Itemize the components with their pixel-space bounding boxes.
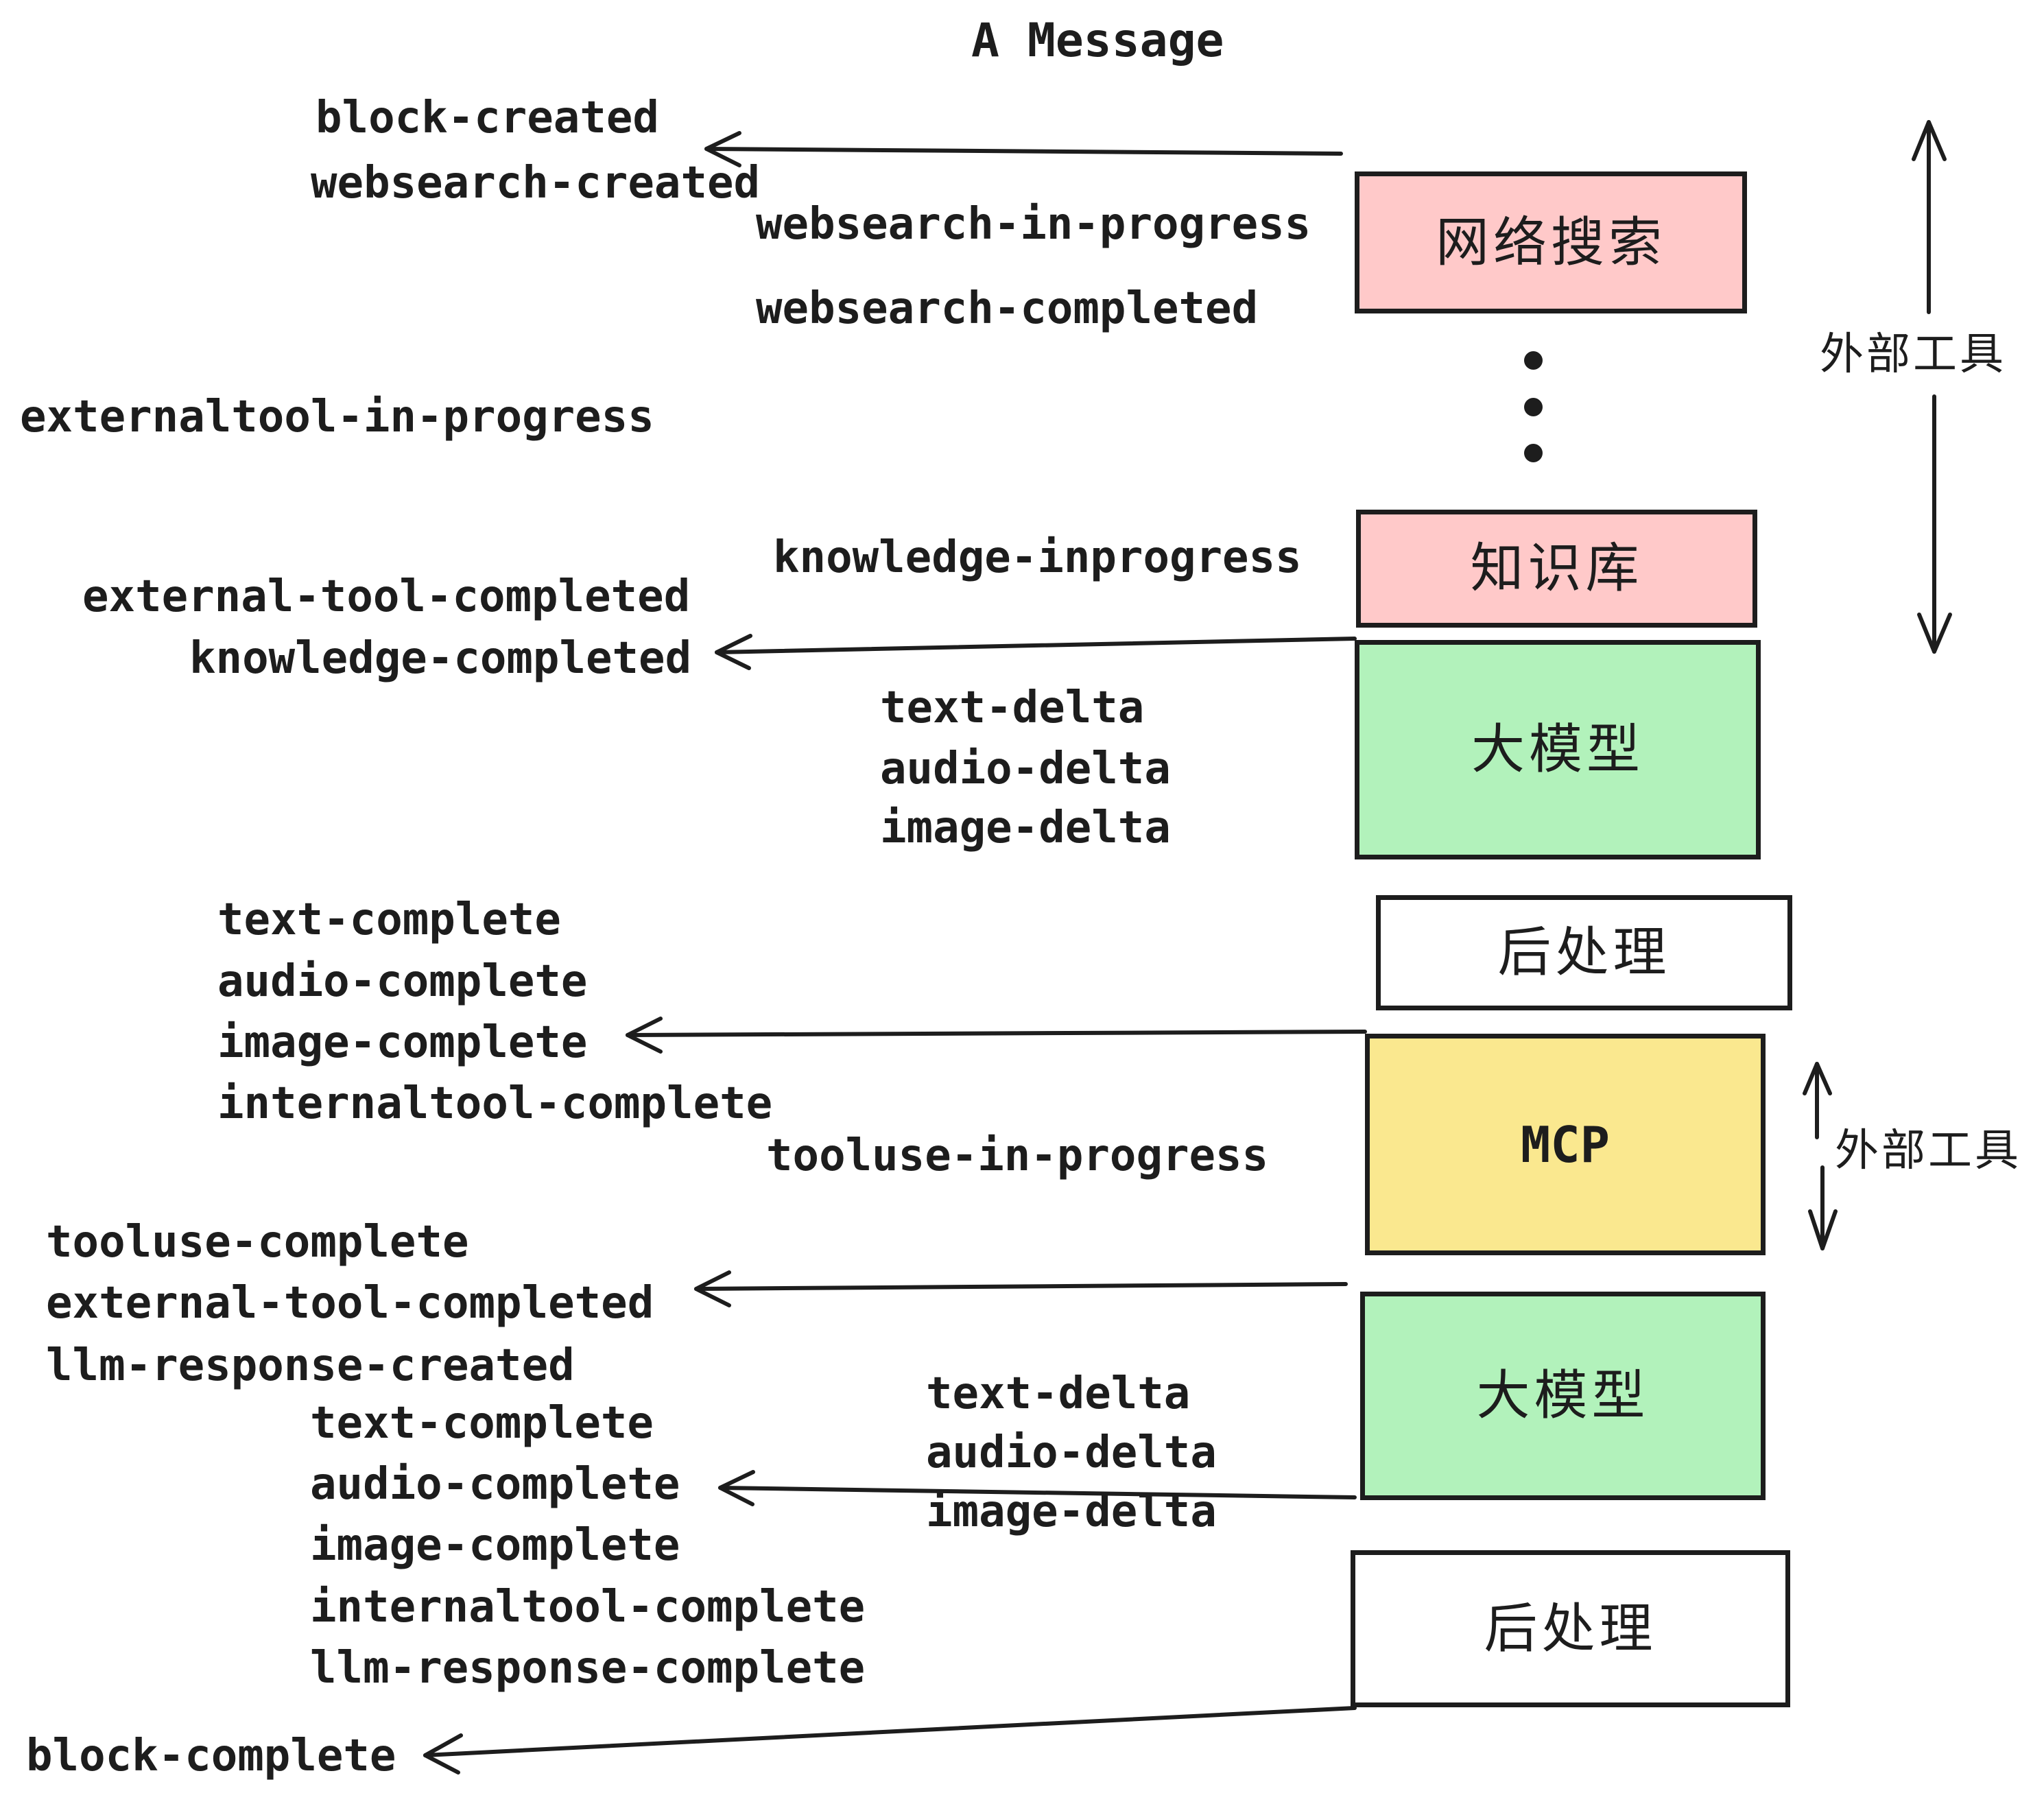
event-audio-complete-2: audio-complete [310,1459,680,1510]
event-image-complete-2: image-complete [310,1520,680,1571]
event-audio-delta-1: audio-delta [880,744,1171,794]
event-audio-delta-2: audio-delta [926,1427,1217,1478]
event-audio-complete-1: audio-complete [217,956,588,1007]
arrow-to-image-complete [626,1017,1367,1054]
event-external-tool-completed-1: external-tool-completed [82,571,691,622]
box-mcp: MCP [1365,1034,1766,1255]
external-tools-down-arrow [1917,394,1952,654]
event-websearch-created: websearch-created [311,158,761,209]
box-llm-2: 大模型 [1360,1292,1766,1500]
event-tooluse-in-progress: tooluse-in-progress [766,1130,1269,1181]
event-text-delta-1: text-delta [880,683,1145,733]
box-llm-1: 大模型 [1355,640,1761,859]
box-websearch-label: 网络搜索 [1435,211,1666,274]
event-tooluse-complete: tooluse-complete [46,1217,469,1268]
box-knowledge: 知识库 [1356,510,1757,628]
event-external-tool-completed-2: external-tool-completed [46,1278,654,1329]
box-llm-1-label: 大模型 [1471,719,1644,781]
arrow-to-tooluse-complete [694,1270,1348,1307]
event-block-created: block-created [316,93,659,143]
external-tools-label-mcp: 外部工具 [1835,1126,2021,1176]
box-knowledge-label: 知识库 [1470,538,1643,600]
arrow-to-block-complete [423,1706,1357,1775]
event-knowledge-completed: knowledge-completed [189,633,692,684]
box-mcp-label: MCP [1520,1115,1611,1174]
event-websearch-completed: websearch-completed [756,283,1259,334]
external-tools-up-arrow [1912,120,1947,314]
event-knowledge-inprogress: knowledge-inprogress [773,532,1302,583]
box-llm-2-label: 大模型 [1476,1365,1650,1427]
box-post-processing-2: 后处理 [1351,1550,1790,1707]
arrow-to-websearch-created [704,131,1343,167]
event-llm-response-created: llm-response-created [46,1340,575,1391]
external-tools-label-top: 外部工具 [1820,329,2006,380]
event-block-complete: block-complete [26,1731,396,1781]
box-post-processing-1: 后处理 [1376,895,1792,1010]
event-text-complete-2: text-complete [310,1398,654,1449]
mcp-down-arrow [1808,1165,1838,1250]
page-title: A Message [971,14,1224,68]
event-internaltool-complete-2: internaltool-complete [310,1582,866,1633]
arrow-to-knowledge-completed [715,634,1357,670]
box-post-processing-2-label: 后处理 [1484,1598,1657,1660]
event-websearch-in-progress: websearch-in-progress [756,199,1311,250]
box-post-processing-1-label: 后处理 [1497,922,1671,984]
event-llm-response-complete: llm-response-complete [310,1643,866,1694]
event-image-complete-1: image-complete [217,1017,588,1068]
event-text-complete-1: text-complete [217,894,561,945]
event-externaltool-in-progress: externaltool-in-progress [20,392,654,442]
event-image-delta-1: image-delta [880,803,1171,853]
mcp-up-arrow [1803,1062,1832,1139]
box-websearch: 网络搜索 [1355,171,1747,313]
event-text-delta-2: text-delta [926,1368,1191,1419]
event-image-delta-2: image-delta [926,1486,1217,1537]
event-internaltool-complete-1: internaltool-complete [217,1078,773,1129]
